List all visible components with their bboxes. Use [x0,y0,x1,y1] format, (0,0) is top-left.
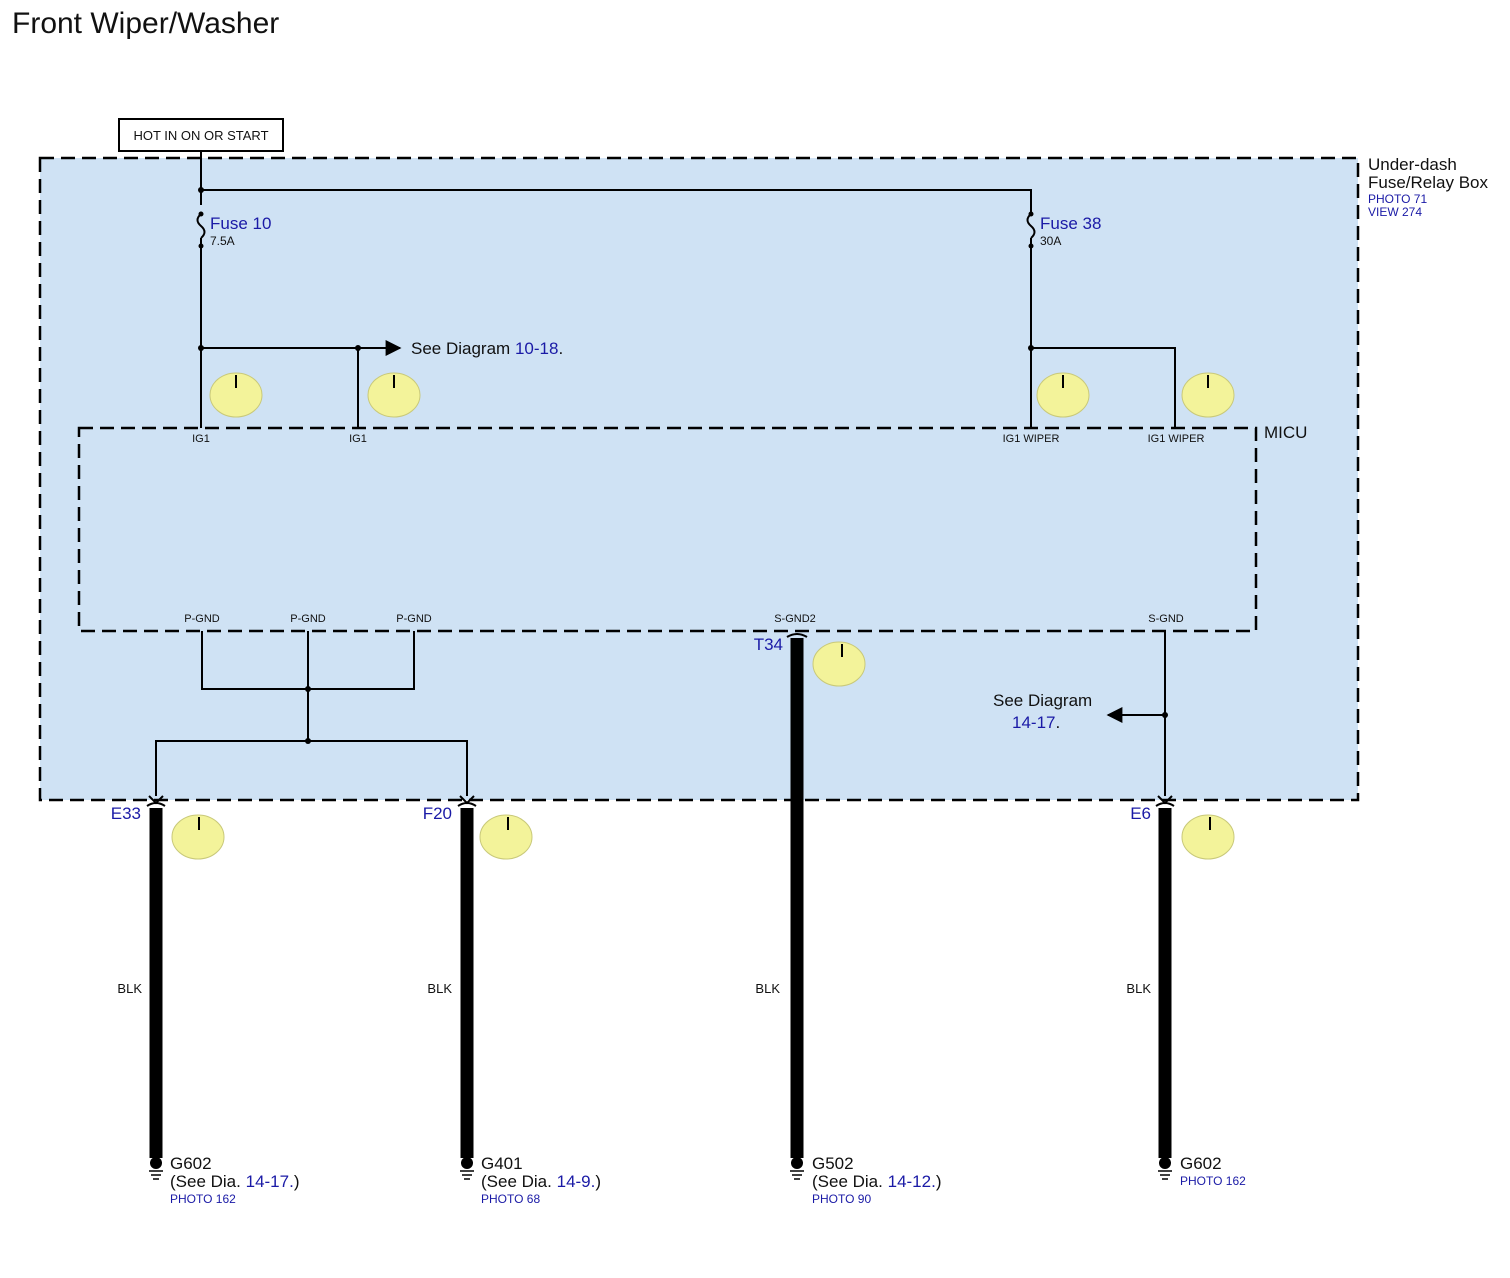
ground-symbol-g602-a [149,1157,163,1180]
wire-top-bus [201,189,1032,205]
pin-p-gnd-1: P-GND [184,613,220,625]
see-diagram-top: See Diagram 10-18. [411,339,563,358]
splice-dot [1162,712,1168,718]
wire-color-3: BLK [755,981,780,996]
pin-ig1-wiper-a: IG1 WIPER [1003,433,1060,445]
splice-dot [305,686,311,692]
pin-ig1-b: IG1 [349,433,367,445]
ground-symbol-g401 [460,1157,474,1180]
ground-3-see-link[interactable]: 14-12. [888,1172,936,1191]
ground-4-photo[interactable]: PHOTO 162 [1180,1174,1246,1188]
connector-e33[interactable]: E33 [111,804,141,823]
see-diagram-right-line2: 14-17. [1012,713,1060,732]
fuse-10-name: Fuse 10 [210,214,271,233]
marker-ig1-b[interactable] [367,372,421,418]
wire-ig1-wiper-b [1031,347,1176,428]
connector-cap-f20 [457,795,477,807]
fuse-38 [1026,205,1036,249]
hot-label: HOT IN ON OR START [133,128,268,143]
fuse-38-rating: 30A [1040,234,1061,248]
pin-p-gnd-2: P-GND [290,613,326,625]
connector-cap-e6 [1155,795,1175,807]
marker-t34[interactable] [812,641,866,687]
ground-1-name: G602 [170,1154,212,1173]
fuse-box-view-link[interactable]: VIEW 274 [1368,205,1422,219]
connector-t34[interactable]: T34 [754,635,783,654]
marker-e33[interactable] [171,814,225,860]
wire-color-4: BLK [1126,981,1151,996]
fuse-38-name: Fuse 38 [1040,214,1101,233]
micu-label: MICU [1264,423,1307,442]
fuse-box-photo-link[interactable]: PHOTO 71 [1368,192,1427,206]
marker-ig1-wiper-a[interactable] [1036,372,1090,418]
connector-cap-t34 [786,633,808,638]
ground-2-see: (See Dia. 14-9.) [481,1172,601,1191]
marker-f20[interactable] [479,814,533,860]
page-title: Front Wiper/Washer [12,7,279,40]
wire-color-1: BLK [117,981,142,996]
ground-4-name: G602 [1180,1154,1222,1173]
ground-1-see: (See Dia. 14-17.) [170,1172,299,1191]
see-diagram-top-link[interactable]: 10-18 [515,339,558,358]
marker-ig1-a[interactable] [209,372,263,418]
ground-3-see: (See Dia. 14-12.) [812,1172,941,1191]
connector-f20[interactable]: F20 [423,804,452,823]
ground-2-see-link[interactable]: 14-9. [557,1172,596,1191]
connector-e6[interactable]: E6 [1130,804,1151,823]
fuse-box-name-line2: Fuse/Relay Box [1368,173,1488,192]
wire-p-gnd-split [155,740,468,796]
fuse-box-name-line1: Under-dash [1368,155,1457,174]
pin-s-gnd2: S-GND2 [774,613,816,625]
splice-dot [198,187,204,193]
pin-ig1-a: IG1 [192,433,210,445]
ground-symbol-g602-b [1158,1157,1172,1180]
wire-color-2: BLK [427,981,452,996]
see-diagram-right-link[interactable]: 14-17 [1012,713,1055,732]
ground-3-name: G502 [812,1154,854,1173]
fuse-10-rating: 7.5A [210,234,235,248]
see-diagram-right-line1: See Diagram [993,691,1092,710]
pin-p-gnd-3: P-GND [396,613,432,625]
micu-box [77,426,1258,633]
ground-symbol-g502 [790,1157,804,1180]
ground-3-photo[interactable]: PHOTO 90 [812,1192,871,1206]
ground-1-photo[interactable]: PHOTO 162 [170,1192,236,1206]
ground-2-photo[interactable]: PHOTO 68 [481,1192,540,1206]
connector-cap-e33 [146,795,166,807]
pin-s-gnd: S-GND [1148,613,1184,625]
marker-e6[interactable] [1181,814,1235,860]
hot-label-box [118,118,284,152]
ground-2-name: G401 [481,1154,523,1173]
splice-dot [198,345,204,351]
ground-1-see-link[interactable]: 14-17. [246,1172,294,1191]
splice-dot [1028,345,1034,351]
splice-dot [355,345,361,351]
pin-ig1-wiper-b: IG1 WIPER [1148,433,1205,445]
marker-ig1-wiper-b[interactable] [1181,372,1235,418]
